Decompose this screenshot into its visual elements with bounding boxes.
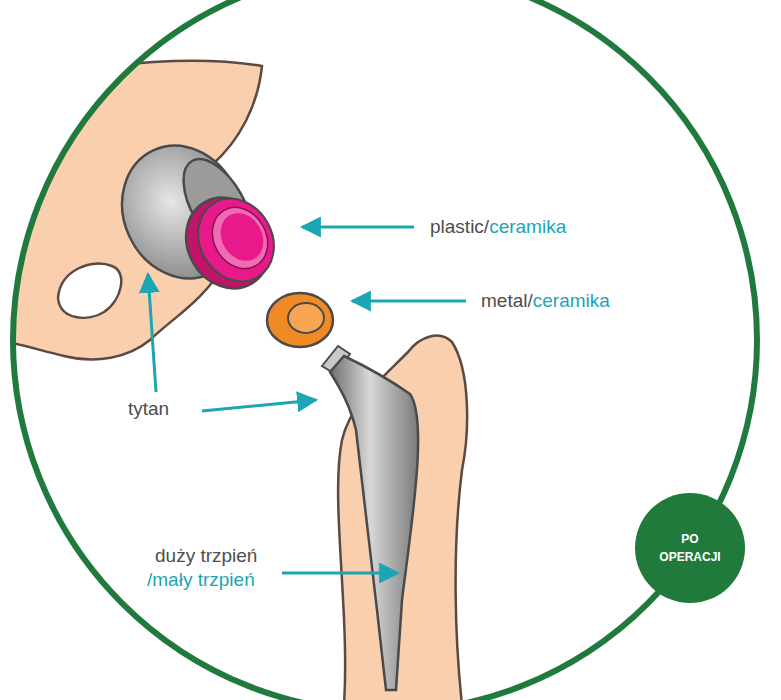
part-label: ceramika — [533, 290, 610, 312]
status-badge: PO OPERACJI — [635, 493, 745, 603]
femoral-stem — [322, 346, 418, 690]
femoral-head — [267, 293, 333, 347]
part-label: tytan — [128, 398, 169, 420]
cup-liner — [170, 182, 289, 303]
part-label: metal/ — [481, 290, 533, 312]
badge-text: PO OPERACJI — [659, 530, 720, 566]
anatomy — [0, 61, 467, 700]
leader-arrows — [148, 227, 466, 573]
obturator-foramen — [58, 264, 121, 318]
part-label: plastic/ — [430, 216, 489, 238]
part-label: duży trzpień — [155, 545, 257, 567]
part-label: /mały trzpień — [147, 569, 255, 591]
part-label: ceramika — [489, 216, 566, 238]
frame-circle — [13, 0, 757, 700]
